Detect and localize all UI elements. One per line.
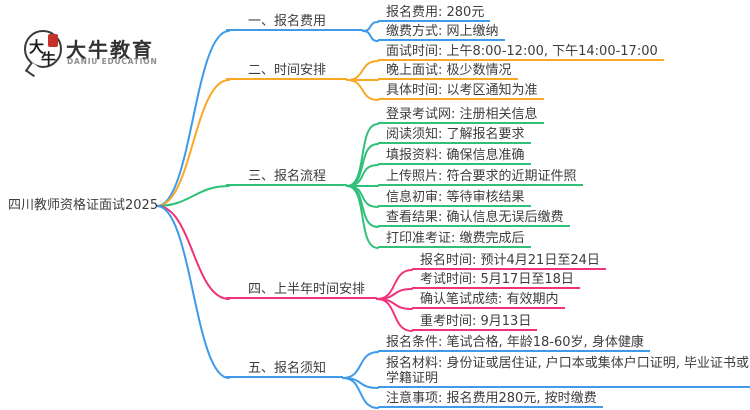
root-node: 四川教师资格证面试2025 [8,198,159,213]
branch-2-child-1: 面试时间: 上午8:00-12:00, 下午14:00-17:00 [378,44,664,61]
branch-5-child-2: 报名材料: 身份证或居住证, 户口本或集体户口证明, 毕业证书或学籍证明 [378,356,750,388]
logo-seal [48,34,58,47]
root-fan [156,30,230,379]
branch-1-child-2: 缴费方式: 网上缴纳 [378,24,505,41]
logo-bubble-icon: 大 牛 [24,30,62,68]
branch-3-label: 三、报名流程 [226,169,347,186]
branch-5-child-3: 注意事项: 报名费用280元, 按时缴费 [378,391,603,408]
logo-char-niu: 牛 [41,50,57,68]
logo-title: 大牛教育 [66,38,154,62]
logo-char-da: 大 [29,38,45,56]
branch-4-child-3: 确认笔试成绩: 有效期内 [412,292,565,309]
branch-4-fan [376,269,413,332]
branch-3-fan [346,123,379,249]
branch-2-label: 二、时间安排 [226,63,347,80]
branch-4-child-1: 报名时间: 预计4月21日至24日 [412,253,606,270]
branch-3-child-7: 打印准考证: 缴费完成后 [378,231,531,248]
branch-5-fan [342,351,379,409]
branch-3-child-3: 填报资料: 确保信息准确 [378,148,531,165]
branch-2-child-3: 具体时间: 以考区通知为准 [378,83,544,100]
branch-1-label: 一、报名费用 [226,14,363,31]
branch-4-label: 四、上半年时间安排 [226,282,377,299]
branch-3-child-1: 登录考试网: 注册相关信息 [378,107,544,124]
branch-4-child-2: 考试时间: 5月17日至18日 [412,272,580,289]
branch-2-child-2: 晚上面试: 极少数情况 [378,63,518,80]
branch-1-fan [362,21,379,42]
branch-4-child-4: 重考时间: 9月13日 [412,314,538,331]
branch-5-label: 五、报名须知 [226,361,343,378]
daniu-logo: 大 牛 大牛教育 DANIU EDUCATION [18,22,198,78]
branch-3-child-5: 信息初审: 等待审核结果 [378,190,531,207]
branch-1-child-1: 报名费用: 280元 [378,5,491,22]
logo-subtitle: DANIU EDUCATION [67,57,158,66]
branch-3-child-4: 上传照片: 符合要求的近期证件照 [378,169,583,186]
branch-3-child-6: 查看结果: 确认信息无误后缴费 [378,210,570,227]
branch-5-child-1: 报名条件: 笔试合格, 年龄18-60岁, 身体健康 [378,335,650,352]
branch-2-fan [346,60,379,101]
branch-3-child-2: 阅读须知: 了解报名要求 [378,127,531,144]
